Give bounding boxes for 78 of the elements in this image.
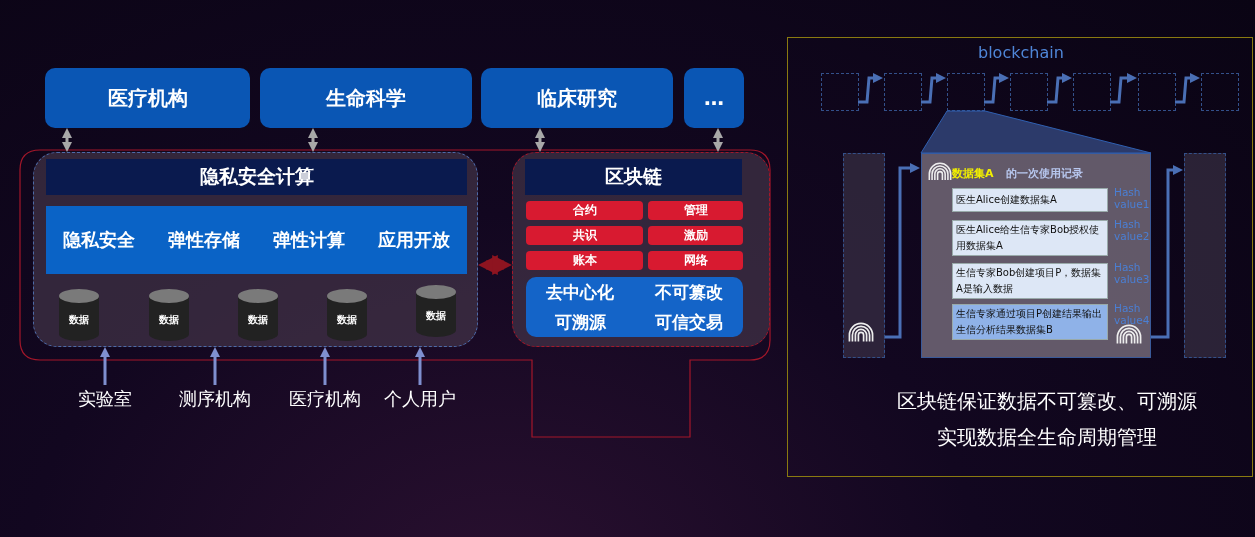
arrow [308, 128, 318, 152]
record-entry: 医生Alice给生信专家Bob授权使用数据集A [952, 220, 1108, 256]
chain-block [1201, 73, 1239, 111]
cylinder-label: 数据 [426, 309, 446, 323]
module-tag: 激励 [648, 226, 743, 245]
arrow [62, 128, 72, 152]
caption-text: 区块链保证数据不可篡改、可溯源 [896, 388, 1198, 415]
source-label: 实验室 [65, 385, 145, 413]
hash-label: Hash value2 [1114, 218, 1151, 242]
panel-heading: 隐私安全计算 [46, 159, 467, 195]
cylinder-label: 数据 [337, 313, 357, 327]
database-cylinder [59, 289, 99, 341]
record-entry: 生信专家Bob创建项目P，数据集A是输入数据 [952, 263, 1108, 299]
feature-text: 应用开放 [378, 228, 451, 252]
arrow [858, 73, 883, 104]
arrow [921, 73, 946, 104]
hash-label: Hash value4 [1114, 302, 1151, 326]
arrow [415, 347, 425, 385]
arrow [320, 347, 330, 385]
domain-box: 临床研究 [481, 68, 673, 128]
hash-label: Hash value3 [1114, 261, 1151, 285]
arrow [100, 347, 110, 385]
arrow [1110, 73, 1137, 104]
feature-band [46, 206, 467, 274]
arrow [713, 128, 723, 152]
domain-box: 生命科学 [260, 68, 472, 128]
arrow [1150, 165, 1183, 339]
arrow [884, 163, 920, 339]
side-panel [843, 153, 885, 358]
module-tag: 合约 [526, 201, 643, 220]
feature-text: 可信交易 [654, 310, 723, 334]
platform-panel [512, 152, 770, 347]
blockchain-frame [787, 37, 1253, 477]
panel-heading: 区块链 [525, 159, 742, 195]
cylinder-label: 数据 [159, 313, 179, 327]
source-label: 测序机构 [170, 385, 260, 413]
module-tag: 账本 [526, 251, 643, 270]
chain-block [821, 73, 859, 111]
record-card [921, 153, 1151, 358]
module-tag: 网络 [648, 251, 743, 270]
database-cylinder [238, 289, 278, 341]
cylinder-label: 数据 [248, 313, 268, 327]
arrow [210, 347, 220, 385]
platform-panel [33, 152, 478, 347]
chain-block [1010, 73, 1048, 111]
domain-box: … [684, 68, 744, 128]
frame-heading: blockchain [978, 43, 1064, 62]
arrow [1047, 73, 1072, 104]
feature-text: 隐私安全 [62, 228, 135, 252]
arrow [478, 255, 512, 275]
card-title: 数据集A [952, 166, 994, 181]
feature-text: 弹性计算 [273, 228, 346, 252]
feature-box [526, 277, 743, 337]
chain-block [1138, 73, 1176, 111]
hash-label: Hash value1 [1114, 186, 1151, 210]
record-entry: 医生Alice创建数据集A [952, 188, 1108, 212]
chain-block [1073, 73, 1111, 111]
side-panel [1184, 153, 1226, 358]
chain-block [884, 73, 922, 111]
feature-text: 弹性存储 [167, 228, 240, 252]
database-cylinder [416, 285, 456, 337]
arrow [1175, 73, 1200, 104]
source-label: 医疗机构 [280, 385, 370, 413]
database-cylinder [149, 289, 189, 341]
record-entry: 生信专家通过项目P创建结果输出生信分析结果数据集B [952, 304, 1108, 340]
database-cylinder [327, 289, 367, 341]
domain-box: 医疗机构 [45, 68, 250, 128]
module-tag: 共识 [526, 226, 643, 245]
feature-text: 去中心化 [546, 280, 615, 304]
cylinder-label: 数据 [69, 313, 89, 327]
feature-text: 可溯源 [554, 310, 606, 334]
card-title: 的一次使用记录 [1006, 166, 1083, 181]
arrow [984, 73, 1009, 104]
arrow [535, 128, 545, 152]
caption-text: 实现数据全生命周期管理 [936, 424, 1158, 451]
module-tag: 管理 [648, 201, 743, 220]
source-label: 个人用户 [375, 385, 465, 413]
feature-text: 不可篡改 [654, 280, 723, 304]
